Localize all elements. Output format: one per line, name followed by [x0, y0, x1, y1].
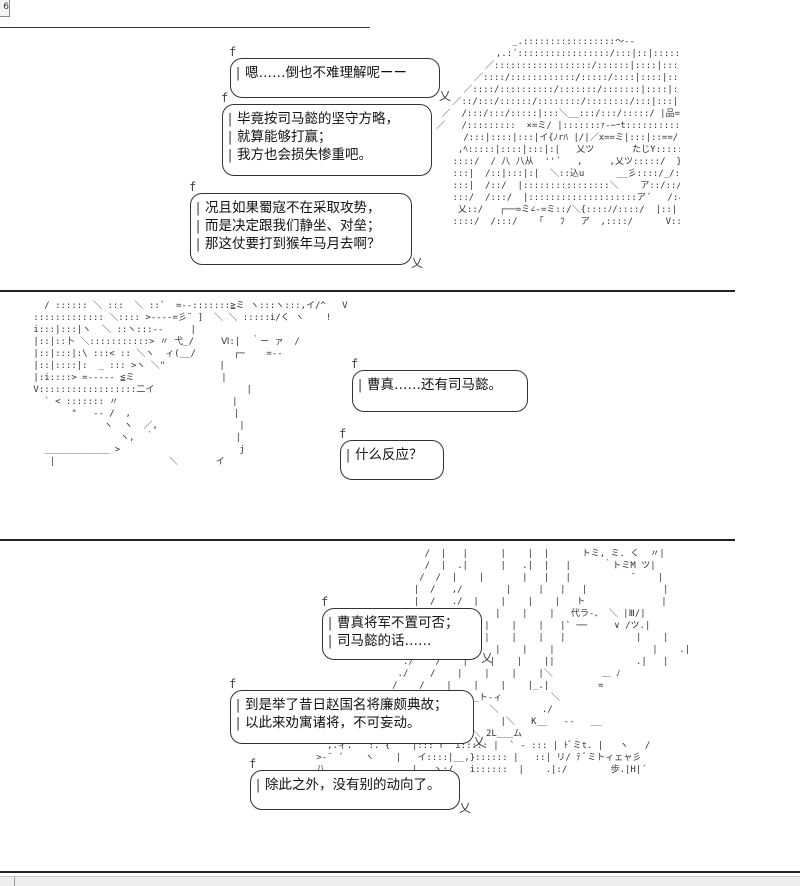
bubble-text-line: 什么反应？ — [344, 446, 431, 464]
bubble-text-line: 嗯……倒也不难理解呢ーー — [234, 64, 427, 82]
top-rule — [0, 27, 370, 28]
bubble-tail-mark: 乂 — [410, 256, 423, 270]
bubble-tail-mark: 乂 — [438, 89, 451, 103]
bubble-tail-mark: f — [339, 427, 347, 441]
bubble-tail-mark: f — [189, 180, 197, 194]
speech-bubble-2: f 毕竟按司马懿的坚守方略， 就算能够打赢； 我方也会损失惨重吧。 — [221, 91, 432, 176]
page-bottom-rule — [0, 871, 800, 873]
speech-bubble-6: f 曹真将军不置可否； 司马懿的话…… 乂 — [321, 595, 493, 665]
panel-divider — [0, 290, 735, 292]
horizontal-scrollbar[interactable] — [0, 876, 800, 886]
bubble-text-line: 我方也会损失惨重吧。 — [226, 146, 419, 164]
bubble-text-line: 曹真……还有司马懿。 — [356, 376, 515, 394]
bubble-text-line: 到是举了昔日赵国名将廉颇典故； — [234, 696, 461, 714]
bubble-text-line: 曹真将军不置可否； — [326, 614, 469, 632]
bubble-text-line: 以此来劝寓诸将，不可妄动。 — [234, 714, 461, 732]
speech-bubble-3: f 况且如果蜀寇不在采取攻势， 而是决定跟我们静坐、对垒； 那这仗要打到猴年马月… — [189, 180, 423, 270]
ascii-art-character-2: / :::::: ＼ ::: ＼ ::` =-‐:::::::≧ミ ヽ:::ヽ:… — [33, 301, 348, 467]
bubble-text-line: 毕竟按司马懿的坚守方略， — [226, 110, 419, 128]
bubble-text-line: 那这仗要打到猴年马月去啊？ — [194, 235, 399, 253]
bubble-text-line: 除此之外，没有别的动向了。 — [254, 776, 447, 794]
bubble-tail-mark: 乂 — [472, 735, 485, 749]
bubble-text-line: 而是决定跟我们静坐、对垒； — [194, 217, 399, 235]
speech-bubble-8: f 除此之外，没有别的动向了。 乂 — [249, 757, 471, 815]
bubble-tail-mark: f — [249, 757, 257, 771]
speech-bubble-7: f 到是举了昔日赵国名将廉颇典故； 以此来劝寓诸将，不可妄动。 乂 — [229, 677, 485, 749]
bubble-tail-mark: f — [221, 91, 229, 105]
panel-divider — [0, 539, 735, 541]
bubble-text-line: 况且如果蜀寇不在采取攻势， — [194, 199, 399, 217]
bubble-text-line: 司马懿的话…… — [326, 632, 469, 650]
speech-bubble-4: f 曹真……还有司马懿。 — [351, 357, 528, 412]
speech-bubble-1: f 嗯……倒也不难理解呢ーー 乂 — [229, 45, 451, 103]
bubble-tail-mark: f — [351, 357, 359, 371]
bubble-tail-mark: f — [229, 45, 237, 59]
bubble-tail-mark: f — [321, 595, 329, 609]
page-corner-tab[interactable]: 6 — [0, 0, 10, 17]
bubble-tail-mark: f — [229, 677, 237, 691]
bubble-tail-mark: 乂 — [458, 801, 471, 815]
bubble-text-line: 就算能够打赢； — [226, 128, 419, 146]
scrollbar-grip[interactable] — [14, 877, 15, 886]
bubble-tail-mark: 乂 — [480, 651, 493, 665]
ascii-art-character-1: _.:::::::::::::::::〜-‐ ,.:´:::::::::::::… — [436, 37, 680, 227]
speech-bubble-5: f 什么反应？ — [339, 427, 444, 480]
